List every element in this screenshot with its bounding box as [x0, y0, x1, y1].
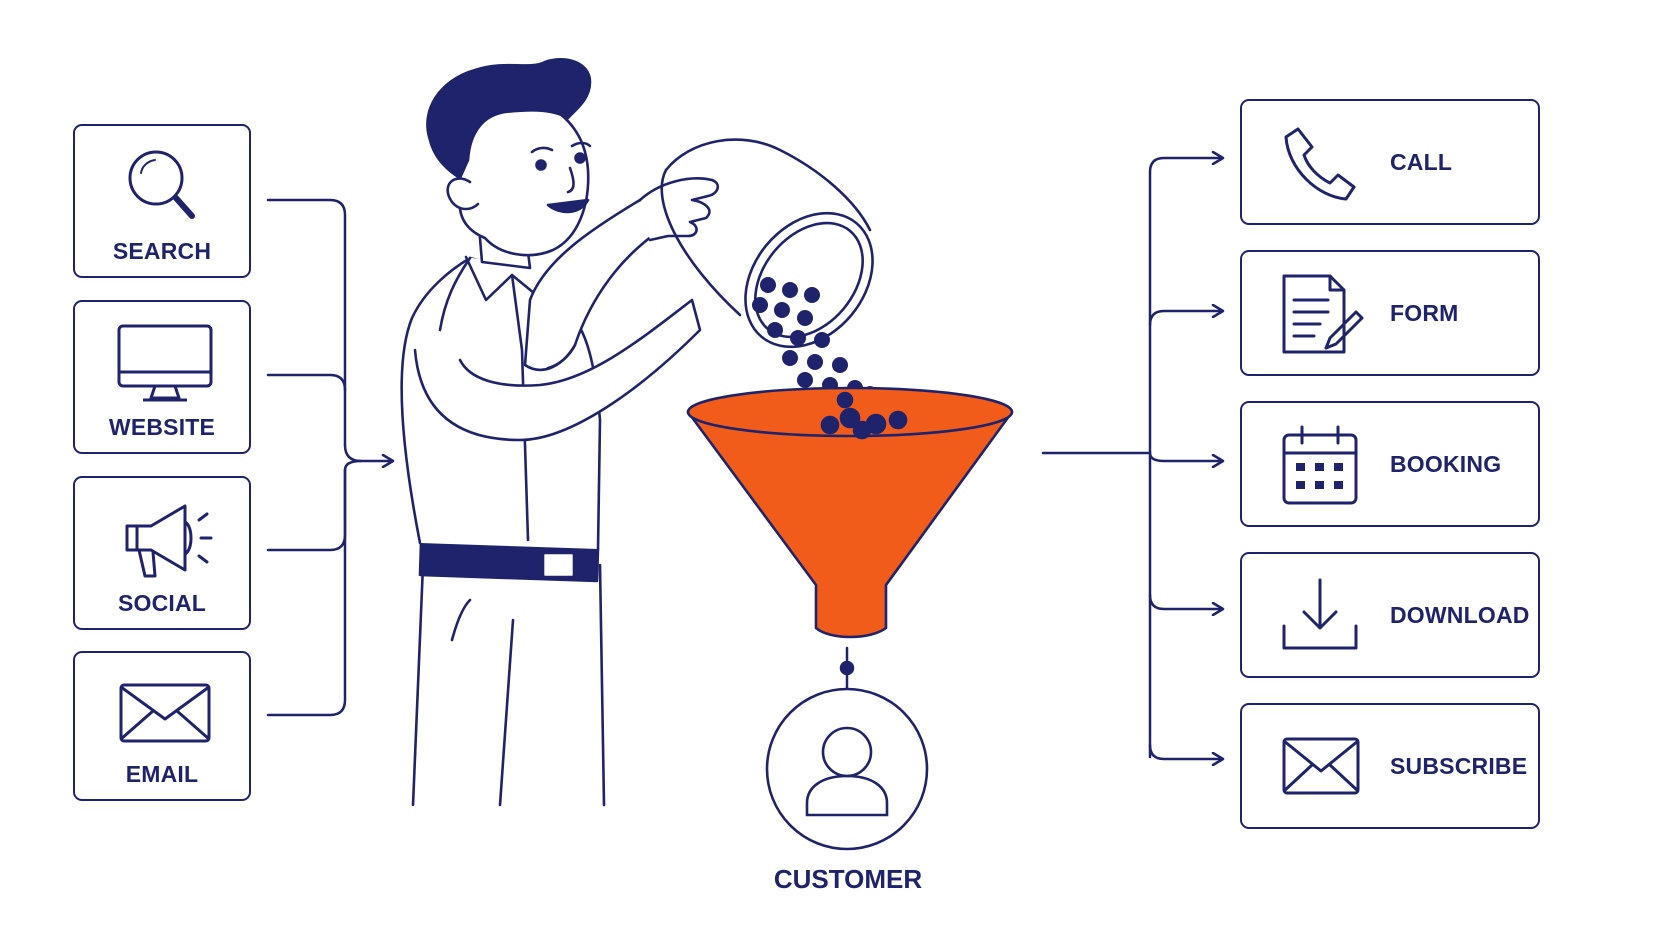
action-card-call[interactable]: CALL — [1240, 99, 1540, 225]
action-card-booking[interactable]: BOOKING — [1240, 401, 1540, 527]
envelope-icon — [1280, 735, 1362, 797]
document-pen-icon — [1280, 272, 1364, 358]
action-connectors — [1041, 158, 1222, 759]
source-label-email: EMAIL — [125, 761, 199, 787]
source-label-search: SEARCH — [112, 238, 212, 264]
action-card-subscribe[interactable]: SUBSCRIBE — [1240, 703, 1540, 829]
monitor-icon — [115, 322, 215, 404]
action-label-booking: BOOKING — [1390, 450, 1502, 477]
action-card-form[interactable]: FORM — [1240, 250, 1540, 376]
source-card-social[interactable]: SOCIAL — [73, 476, 251, 630]
action-label-call: CALL — [1390, 148, 1453, 175]
customer-connector — [839, 646, 855, 690]
action-label-download: DOWNLOAD — [1390, 601, 1530, 628]
source-label-website: WEBSITE — [108, 414, 216, 440]
source-label-social: SOCIAL — [117, 590, 207, 616]
search-icon — [120, 144, 210, 234]
source-card-search[interactable]: SEARCH — [73, 124, 251, 278]
source-card-website[interactable]: WEBSITE — [73, 300, 251, 454]
customer-icon — [765, 687, 929, 851]
action-label-form: FORM — [1390, 299, 1459, 326]
action-label-subscribe: SUBSCRIBE — [1390, 752, 1528, 779]
action-card-download[interactable]: DOWNLOAD — [1240, 552, 1540, 678]
calendar-icon — [1280, 423, 1360, 507]
envelope-icon — [117, 681, 213, 745]
source-card-email[interactable]: EMAIL — [73, 651, 251, 801]
megaphone-icon — [113, 496, 217, 586]
source-connectors — [266, 198, 392, 717]
download-icon — [1280, 576, 1360, 656]
jar-illustration — [660, 138, 874, 349]
funnel-illustration — [686, 386, 1014, 639]
person-illustration — [400, 58, 720, 807]
phone-icon — [1278, 125, 1358, 205]
customer-label: CUSTOMER — [773, 864, 923, 894]
